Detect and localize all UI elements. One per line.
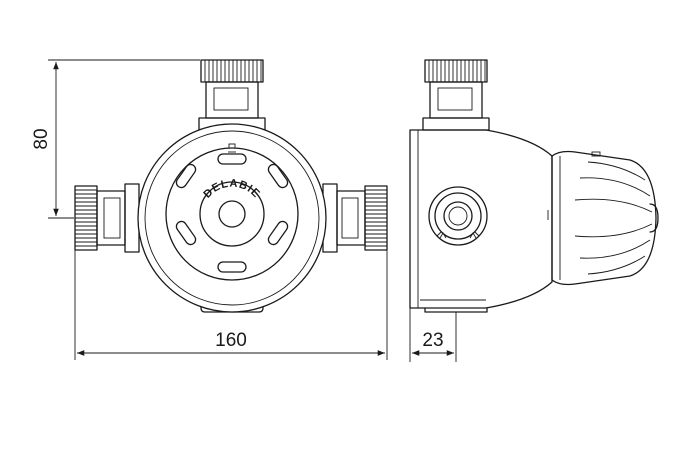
right-inlet [322,183,388,253]
top-outlet [198,59,266,131]
knob-grips [175,153,289,273]
center-cap [218,200,246,228]
depth-dimension: 23 [409,308,457,362]
side-body [409,129,553,309]
left-inlet [74,183,140,253]
mixer-body [137,123,327,313]
width-label: 160 [215,330,247,351]
side-top-outlet [422,59,490,131]
right-thread [365,189,387,247]
mixer-body-inner [144,130,320,306]
top-thread [204,60,262,82]
height-dimension: 80 [31,59,200,219]
side-inlet-end [428,186,488,246]
front-view: DELABIE 80 160 [31,59,388,360]
depth-label: 23 [422,330,443,351]
side-top-thread [428,60,486,82]
side-view: 23 [409,59,659,362]
width-dimension: 160 [74,250,388,360]
side-knob [551,150,659,286]
left-thread [75,189,97,247]
height-label: 80 [31,128,52,149]
